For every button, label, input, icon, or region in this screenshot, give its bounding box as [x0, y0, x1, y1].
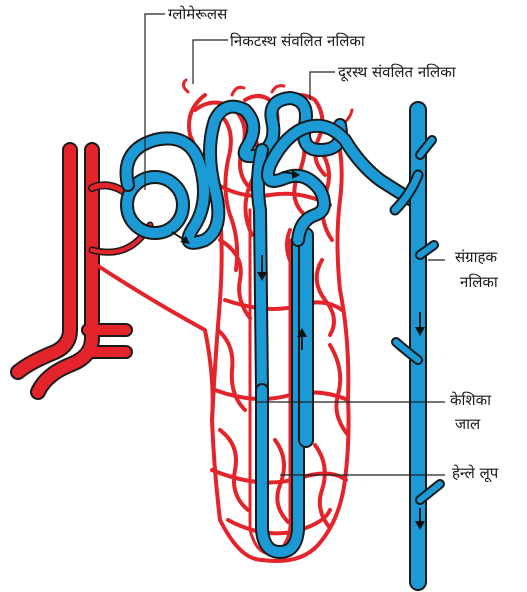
collecting-duct — [395, 110, 440, 582]
label-henle-loop: हेन्ले लूप — [452, 464, 499, 483]
label-distal-tubule: दूरस्थ संवलित नलिका — [338, 63, 457, 82]
label-capillary-line1: केशिका — [450, 391, 492, 409]
label-collecting-duct-line1: संग्राहक — [455, 248, 497, 266]
label-capillary-line2: जाल — [455, 415, 481, 433]
label-proximal-tubule: निकटस्थ संवलित नलिका — [230, 32, 366, 50]
label-collecting-duct-line2: नलिका — [460, 273, 499, 291]
label-glomerulus: ग्लोमेरूलस — [168, 5, 228, 23]
